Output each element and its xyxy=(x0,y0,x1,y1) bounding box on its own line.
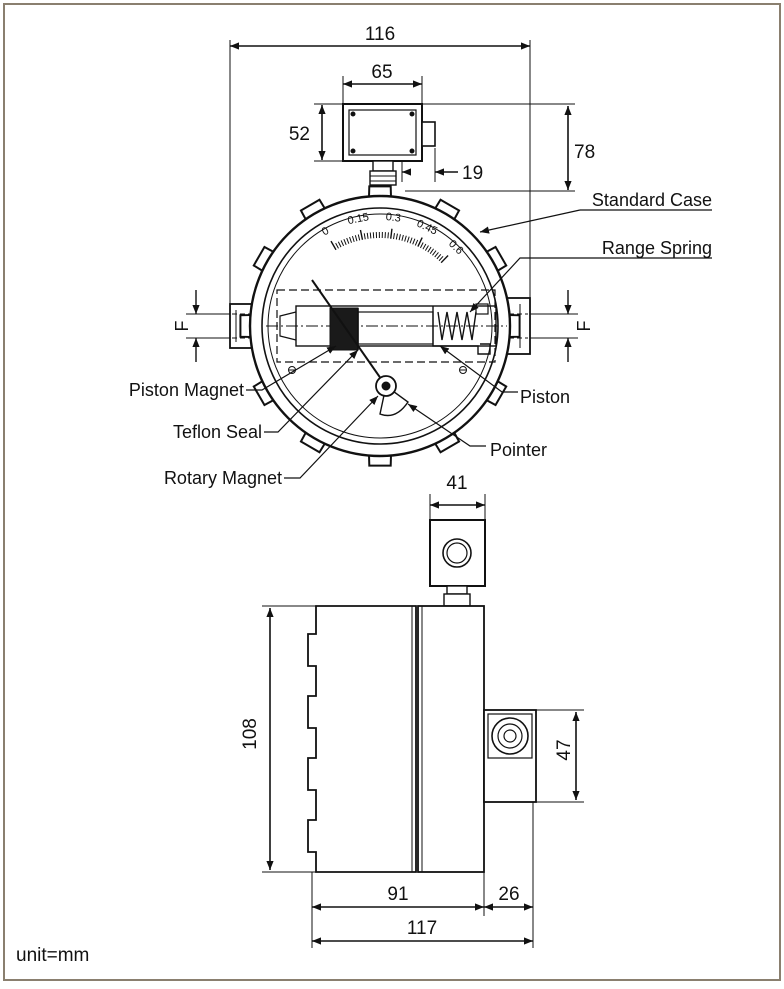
side-box-nut xyxy=(444,594,470,606)
box-screw xyxy=(410,112,414,116)
body-height-label: 108 xyxy=(240,718,261,750)
pointer-pivot xyxy=(382,382,390,390)
piston-magnet xyxy=(330,308,358,350)
rotary-magnet-label: Rotary Magnet xyxy=(164,468,282,488)
total-depth-label: 117 xyxy=(407,918,437,939)
side-box-width-label: 41 xyxy=(446,473,467,494)
box-width-label: 65 xyxy=(371,62,392,83)
range-spring-label: Range Spring xyxy=(602,238,712,258)
side-view xyxy=(262,494,584,948)
box-screw xyxy=(351,149,355,153)
standard-case-label: Standard Case xyxy=(592,190,712,210)
box-screw xyxy=(351,112,355,116)
box-height-label: 52 xyxy=(289,124,310,145)
box-screw xyxy=(410,149,414,153)
conduit-label: 19 xyxy=(462,163,483,184)
teflon-seal-label: Teflon Seal xyxy=(173,422,262,442)
overall-width-label: 116 xyxy=(365,24,395,45)
unit-note: unit=mm xyxy=(16,945,89,966)
scale-tick xyxy=(370,233,371,239)
side-box-neck xyxy=(447,586,467,594)
port-left-label: F xyxy=(172,321,192,332)
port-right-label: F xyxy=(574,321,594,332)
case-body xyxy=(308,606,416,872)
side-port-height-label: 47 xyxy=(554,739,575,760)
case-back xyxy=(418,606,484,872)
side-junction-box xyxy=(430,520,485,586)
pointer-label: Pointer xyxy=(490,440,547,460)
side-port-face xyxy=(488,714,532,758)
front-view xyxy=(186,40,712,478)
box-neck xyxy=(373,161,393,171)
piston-label: Piston xyxy=(520,387,570,407)
box-nut xyxy=(370,171,396,185)
scale-label: 0.3 xyxy=(385,211,402,225)
conduit-entry xyxy=(422,122,435,146)
body-depth-label: 91 xyxy=(387,884,408,905)
scale-tick xyxy=(388,232,389,238)
port-depth-label: 26 xyxy=(498,884,519,905)
piston-magnet-label: Piston Magnet xyxy=(129,380,244,400)
box-offset-label: 78 xyxy=(574,142,595,163)
